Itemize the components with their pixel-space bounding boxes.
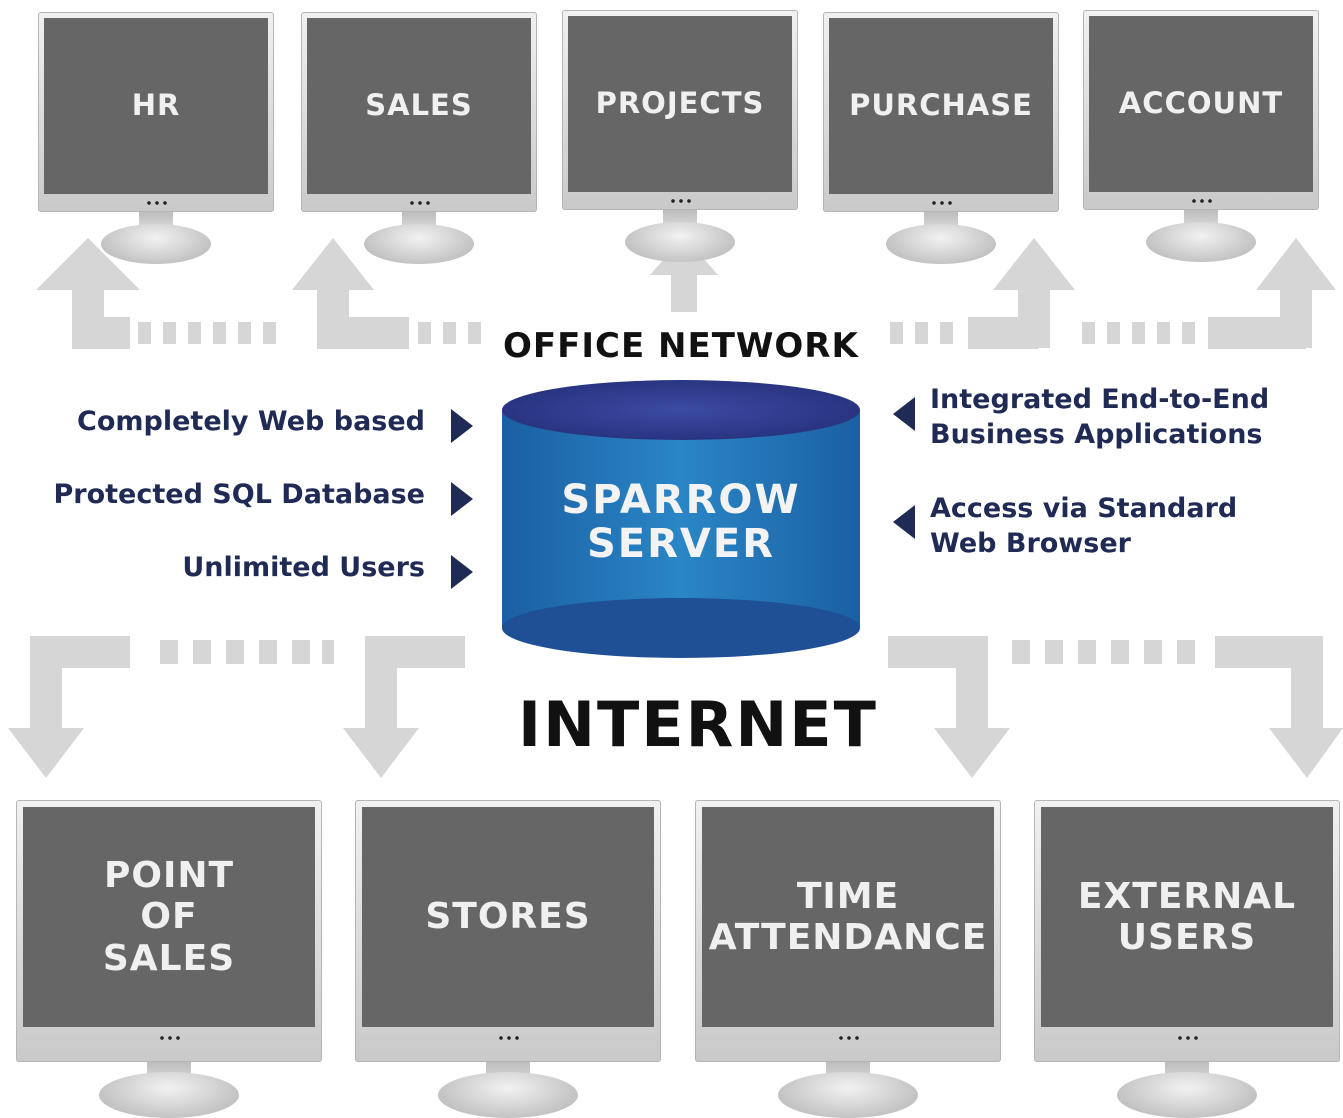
- monitor-dots: [837, 1036, 859, 1040]
- monitor-label: HR: [44, 18, 268, 194]
- monitor-purchase: PURCHASE: [823, 12, 1059, 264]
- chevron-right-icon: [451, 482, 473, 516]
- monitor-dots: [930, 201, 952, 205]
- arrow-to-point-of-sales: [8, 636, 334, 778]
- monitor-base: [99, 1072, 239, 1118]
- chevron-left-icon: [893, 505, 915, 539]
- monitor-dots: [1176, 1036, 1198, 1040]
- monitor-external-users: EXTERNAL USERS: [1034, 800, 1340, 1118]
- monitor-hr: HR: [38, 12, 274, 264]
- monitor-base: [1117, 1072, 1257, 1118]
- monitor-label: SALES: [307, 18, 531, 194]
- monitor-label: PROJECTS: [568, 16, 792, 192]
- monitor-base: [364, 224, 474, 264]
- arrow-to-sales: [292, 238, 481, 349]
- monitor-base: [886, 224, 996, 264]
- monitor-dots: [1190, 199, 1212, 203]
- arrow-to-time-attendance: [888, 636, 1010, 778]
- server-cylinder: [502, 380, 860, 658]
- monitor-dots: [158, 1036, 180, 1040]
- monitor-base: [778, 1072, 918, 1118]
- feature-unlimited-users: Unlimited Users: [182, 552, 425, 583]
- monitor-label: STORES: [362, 807, 654, 1027]
- feature-integrated-applications: Integrated End-to-End Business Applicati…: [930, 384, 1270, 451]
- office-network-label: OFFICE NETWORK: [503, 326, 859, 366]
- monitor-account: ACCOUNT: [1083, 10, 1319, 262]
- monitor-label: EXTERNAL USERS: [1041, 807, 1333, 1027]
- monitor-label: ACCOUNT: [1089, 16, 1313, 192]
- monitor-label: PURCHASE: [829, 18, 1053, 194]
- monitor-dots: [497, 1036, 519, 1040]
- arrow-to-hr: [36, 238, 276, 349]
- feature-standard-browser: Access via Standard Web Browser: [930, 493, 1238, 560]
- monitor-base: [101, 224, 211, 264]
- internet-label: INTERNET: [518, 688, 878, 761]
- monitor-label: POINT OF SALES: [23, 807, 315, 1027]
- arrow-to-stores: [343, 636, 465, 778]
- monitor-base: [1146, 222, 1256, 262]
- server-label: SPARROW SERVER: [561, 477, 801, 567]
- monitor-stores: STORES: [355, 800, 661, 1118]
- monitor-time-attendance: TIME ATTENDANCE: [695, 800, 1001, 1118]
- monitor-projects: PROJECTS: [562, 10, 798, 262]
- arrow-to-external-users: [1012, 636, 1343, 778]
- chevron-right-icon: [451, 555, 473, 589]
- chevron-left-icon: [893, 397, 915, 431]
- feature-web-based: Completely Web based: [77, 406, 425, 437]
- monitor-base: [625, 222, 735, 262]
- arrow-to-purchase: [890, 238, 1075, 349]
- monitor-dots: [145, 201, 167, 205]
- monitor-dots: [669, 199, 691, 203]
- arrow-to-account: [1082, 238, 1336, 349]
- chevron-right-icon: [451, 409, 473, 443]
- feature-sql-database: Protected SQL Database: [53, 479, 425, 510]
- monitor-base: [438, 1072, 578, 1118]
- monitor-point-of-sales: POINT OF SALES: [16, 800, 322, 1118]
- monitor-dots: [408, 201, 430, 205]
- monitor-sales: SALES: [301, 12, 537, 264]
- monitor-label: TIME ATTENDANCE: [702, 807, 994, 1027]
